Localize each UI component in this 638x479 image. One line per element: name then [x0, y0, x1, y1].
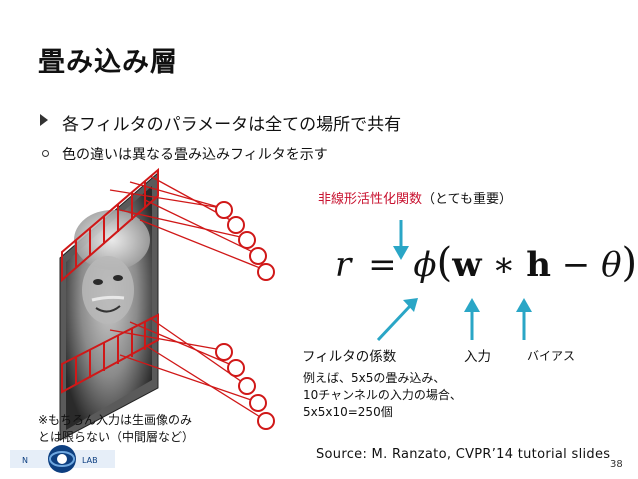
bullet-arrow-icon	[40, 114, 48, 126]
logo-right-text: LAB	[82, 456, 98, 465]
input-image	[59, 171, 159, 441]
nonlinear-activation-label: 非線形活性化関数（とても重要）	[318, 188, 512, 207]
formula-r: r	[335, 245, 352, 285]
neurons-top	[215, 201, 275, 281]
note-line: とは限らない（中間層など）	[38, 430, 195, 444]
arrow-bias	[516, 298, 532, 340]
logo-left-text: N	[22, 456, 28, 465]
arrow-nonlinear	[393, 220, 409, 260]
bullet-main: 各フィルタのパラメータは全ての場所で共有	[62, 115, 402, 135]
formula-conv-op: ∗	[492, 245, 516, 285]
example-line: 例えば、5x5の畳み込み、	[303, 371, 446, 385]
source-citation: Source: M. Ranzato, CVPR’14 tutorial sli…	[316, 447, 611, 462]
example-line: 5x5x10=250個	[303, 405, 393, 419]
example-line: 10チャンネルの入力の場合、	[303, 388, 462, 402]
arrow-filter-coef	[376, 298, 418, 342]
formula-theta: θ	[601, 245, 622, 285]
formula-minus: −	[561, 245, 591, 285]
activation-formula: r = ϕ(w ∗ h − θ)	[335, 240, 637, 286]
bias-label: バイアス	[527, 349, 576, 363]
note-line: ※もちろん入力は生画像のみ	[38, 413, 193, 427]
lab-logo: N LAB	[10, 445, 115, 473]
formula-close-paren: )	[621, 240, 638, 286]
formula-w: w	[452, 245, 482, 285]
sub-bullet-circle-icon	[42, 150, 49, 157]
neurons-bottom	[215, 343, 275, 430]
arrow-input	[464, 298, 480, 340]
nonlinear-label-text: 非線形活性化関数	[318, 192, 423, 207]
filter-coef-label: フィルタの係数	[302, 349, 397, 365]
formula-h: h	[526, 245, 551, 285]
bullet-sub: 色の違いは異なる畳み込みフィルタを示す	[62, 147, 328, 163]
formula-open-paren: (	[436, 240, 453, 286]
input-label: 入力	[464, 349, 491, 365]
formula-eq: =	[368, 245, 397, 285]
nonlinear-note: （とても重要）	[422, 192, 512, 207]
page-number: 38	[610, 459, 623, 470]
slide-title: 畳み込み層	[38, 47, 178, 78]
filter-grid-top	[61, 167, 159, 283]
formula-phi: ϕ	[413, 245, 437, 285]
filter-connections	[109, 175, 266, 421]
